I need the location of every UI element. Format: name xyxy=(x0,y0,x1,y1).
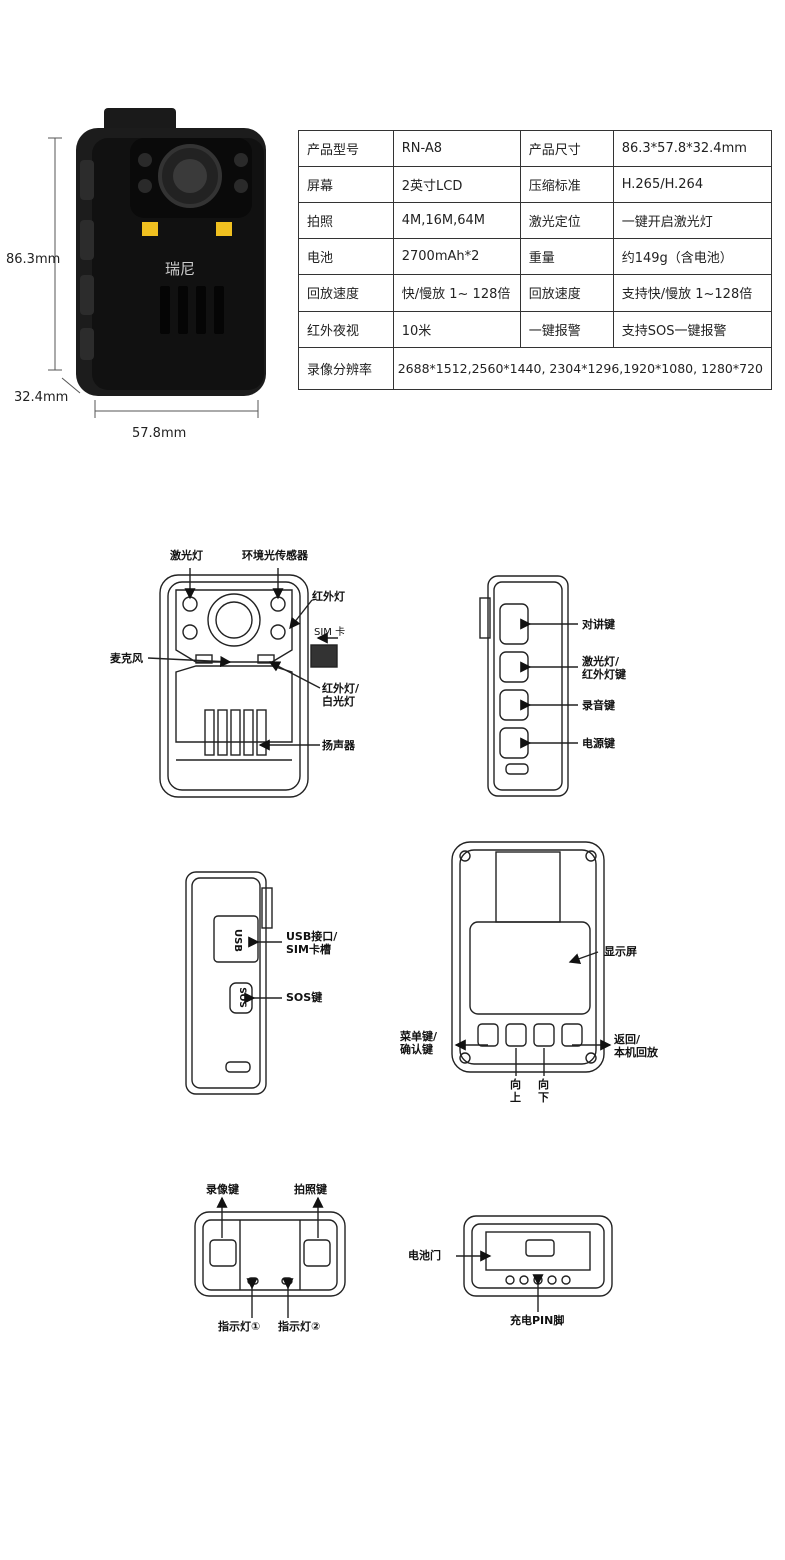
usb-port-mark: USB xyxy=(231,929,243,952)
spec-value: 2700mAh*2 xyxy=(392,238,521,276)
spec-value: H.265/H.264 xyxy=(612,166,773,204)
label-usb-port-2: SIM卡槽 xyxy=(286,943,331,956)
depth-dimension: 32.4mm xyxy=(14,390,69,405)
label-indicator-1: 指示灯① xyxy=(218,1320,261,1333)
height-dimension: 86.3mm xyxy=(6,252,61,267)
product-photo: 瑞尼 86.3mm 32.4mm 57.8mm xyxy=(0,100,290,441)
label-laser-key-2: 红外灯键 xyxy=(582,668,626,681)
sos-key-mark: SOS xyxy=(236,987,247,1008)
label-ir-white-light-1: 红外灯/ xyxy=(322,682,360,695)
spec-key: 回放速度 xyxy=(519,274,614,312)
label-return-key-1: 返回/ xyxy=(614,1033,641,1046)
label-speaker: 扬声器 xyxy=(322,739,355,752)
spec-row: 回放速度快/慢放 1~ 128倍回放速度支持快/慢放 1~128倍 xyxy=(298,274,773,312)
label-ambient-sensor: 环境光传感器 xyxy=(242,549,308,562)
label-record-audio-key: 录音键 xyxy=(582,699,615,712)
spec-value: 86.3*57.8*32.4mm xyxy=(612,129,773,168)
label-laser-light: 激光灯 xyxy=(170,549,203,562)
spec-row-resolution: 录像分辨率 2688*1512,2560*1440, 2304*1296,192… xyxy=(298,346,773,391)
top-view-drawing xyxy=(194,1196,346,1318)
spec-key: 回放速度 xyxy=(298,274,394,312)
camera-logo: 瑞尼 xyxy=(165,260,196,278)
spec-value: 约149g（含电池） xyxy=(612,238,773,276)
label-sos-key: SOS键 xyxy=(286,991,323,1004)
spec-key: 激光定位 xyxy=(519,202,614,240)
side-right-drawing xyxy=(479,575,578,797)
camera-photo-svg xyxy=(48,108,266,418)
label-usb-port-1: USB接口/ xyxy=(286,930,338,943)
label-video-key: 录像键 xyxy=(206,1183,239,1196)
spec-key: 录像分辨率 xyxy=(298,346,394,391)
spec-value: 2688*1512,2560*1440, 2304*1296,1920*1080… xyxy=(392,346,773,391)
label-ir-white-light-2: 白光灯 xyxy=(322,695,355,708)
label-indicator-2: 指示灯② xyxy=(278,1320,321,1333)
label-down-key: 向下 xyxy=(538,1078,549,1104)
spec-value: 快/慢放 1~ 128倍 xyxy=(392,274,521,312)
label-sim-card: SIM 卡 xyxy=(314,627,346,638)
label-talk-key: 对讲键 xyxy=(582,618,615,631)
spec-value: 一键开启激光灯 xyxy=(612,202,773,240)
label-battery-door: 电池门 xyxy=(408,1249,441,1262)
label-power-key: 电源键 xyxy=(582,737,615,750)
label-menu-key-2: 确认键 xyxy=(400,1043,433,1056)
spec-value: 2英寸LCD xyxy=(392,166,521,204)
spec-value: RN-A8 xyxy=(392,129,521,168)
width-dimension: 57.8mm xyxy=(132,426,187,441)
label-charging-pins: 充电PIN脚 xyxy=(510,1314,565,1327)
side-left-drawing xyxy=(185,871,282,1095)
spec-value: 支持SOS一键报警 xyxy=(612,310,773,348)
label-laser-key-1: 激光灯/ xyxy=(582,655,620,668)
label-ir-light: 红外灯 xyxy=(312,590,345,603)
label-up-key: 向上 xyxy=(510,1078,521,1104)
label-microphone: 麦克风 xyxy=(110,652,143,665)
label-return-key-2: 本机回放 xyxy=(614,1046,658,1059)
spec-key: 拍照 xyxy=(298,202,394,240)
back-view-drawing xyxy=(451,841,612,1076)
label-menu-key-1: 菜单键/ xyxy=(400,1030,438,1043)
bottom-view-drawing xyxy=(456,1215,613,1312)
front-view-drawing xyxy=(147,568,338,798)
spec-key: 压缩标准 xyxy=(519,166,614,204)
spec-key: 产品型号 xyxy=(298,129,394,168)
spec-key: 一键报警 xyxy=(519,310,614,348)
spec-key: 重量 xyxy=(519,238,614,276)
spec-key: 屏幕 xyxy=(298,166,394,204)
label-photo-key: 拍照键 xyxy=(294,1183,327,1196)
label-display-screen: 显示屏 xyxy=(604,945,637,958)
